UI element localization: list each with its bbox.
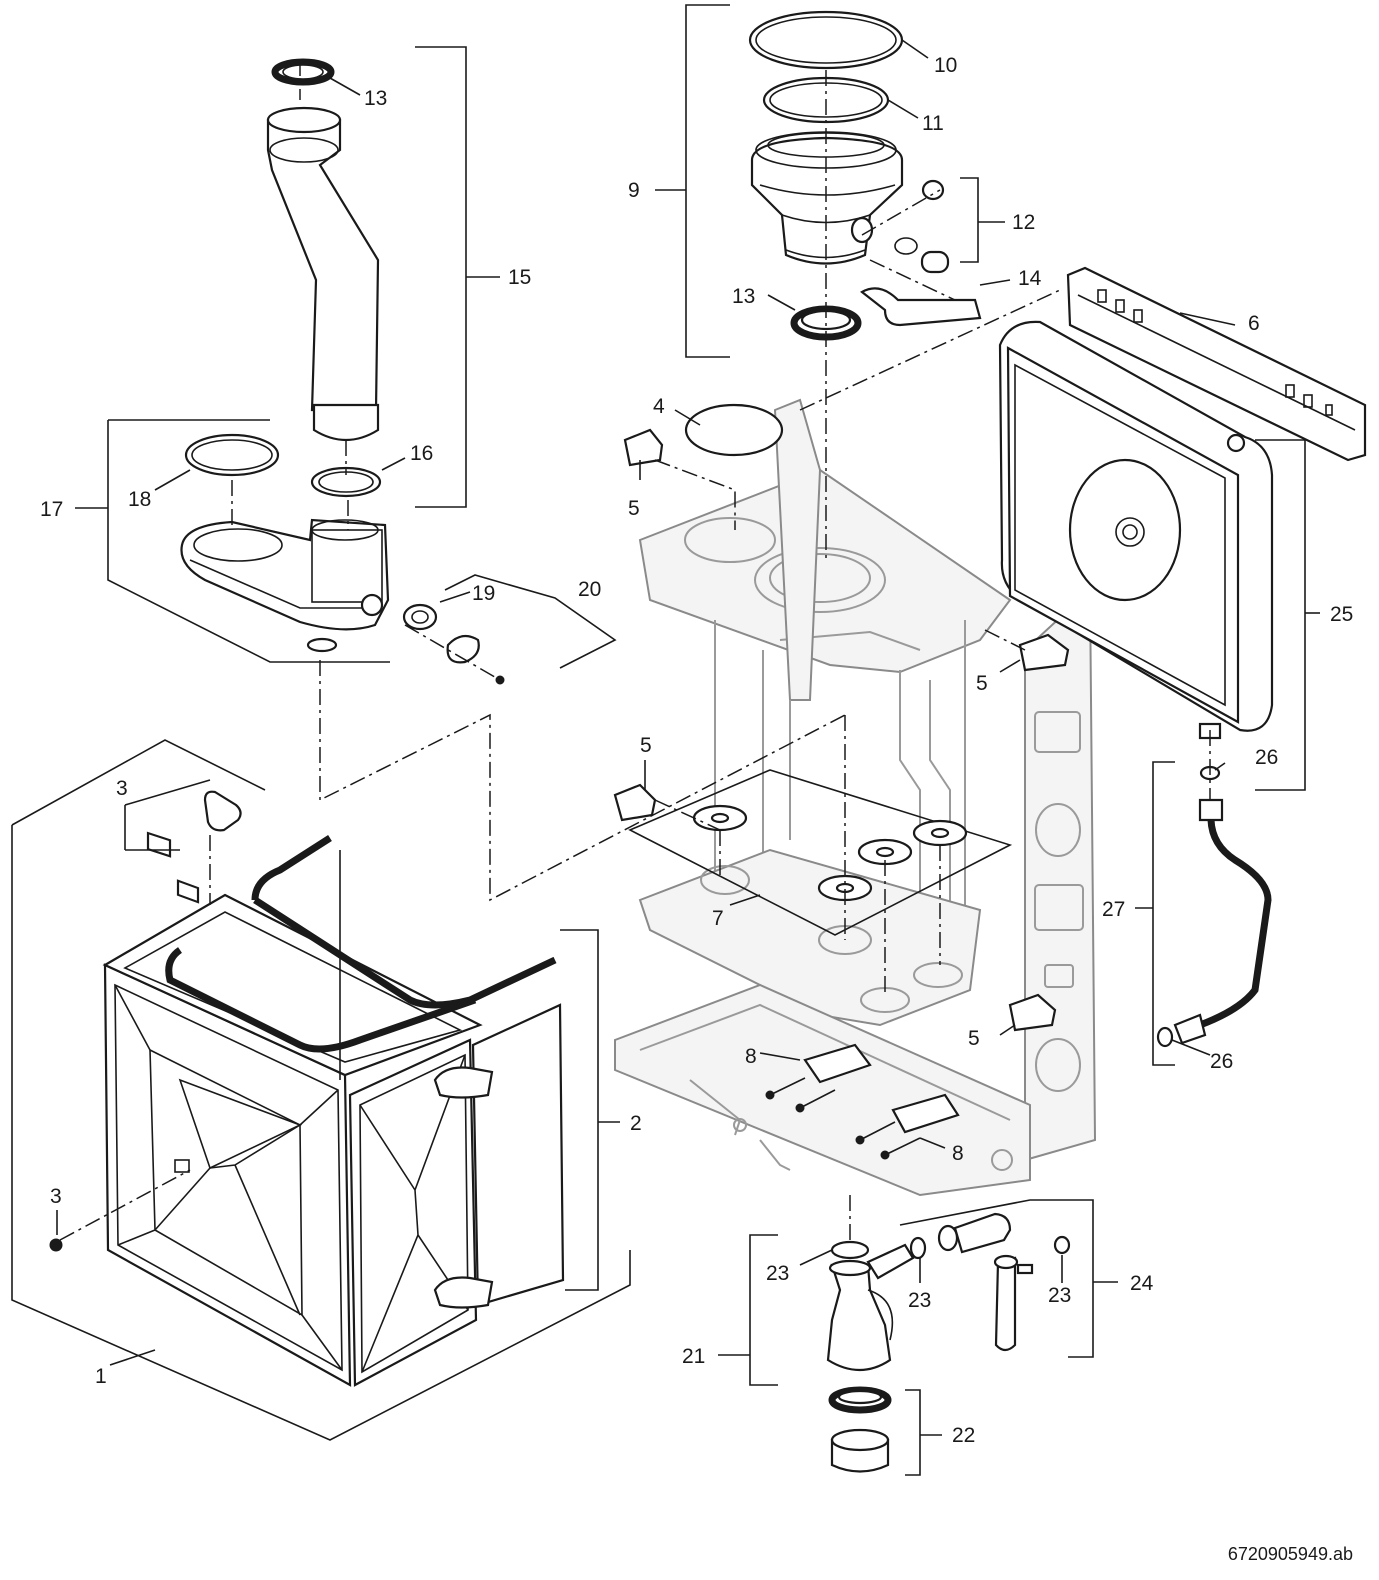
callout-26-top: 26 <box>1255 746 1278 769</box>
callout-17: 17 <box>40 498 63 521</box>
callout-labels: 1 2 3 3 4 5 5 5 5 6 7 8 8 9 10 11 12 13 … <box>40 54 1353 1447</box>
callout-23-right: 23 <box>1048 1284 1071 1307</box>
expansion-hose <box>1156 765 1272 1048</box>
callout-brackets <box>11 4 1320 1476</box>
flue-pipe-assembly <box>266 58 382 498</box>
callout-12: 12 <box>1012 211 1035 234</box>
callout-3-badge: 3 <box>116 777 128 800</box>
mounting-rail <box>1066 266 1367 462</box>
condensate-siphon-assembly <box>826 1212 1071 1473</box>
small-parts <box>613 403 1070 1160</box>
callout-10: 10 <box>934 54 957 77</box>
callout-18: 18 <box>128 488 151 511</box>
assembly-centerlines <box>59 60 1211 1245</box>
callout-6: 6 <box>1248 312 1260 335</box>
callout-16: 16 <box>410 442 433 465</box>
callout-5-lower: 5 <box>968 1027 980 1050</box>
callout-15: 15 <box>508 266 531 289</box>
callout-24: 24 <box>1130 1272 1154 1295</box>
callout-23-left: 23 <box>766 1262 789 1285</box>
callout-13-flue: 13 <box>364 87 387 110</box>
document-number: 6720905949.ab <box>1227 1544 1353 1564</box>
callout-5-right: 5 <box>976 672 988 695</box>
flue-adapter-assembly <box>748 10 982 341</box>
expansion-vessel <box>998 320 1274 740</box>
flue-diverter-assembly <box>180 433 505 685</box>
callout-26-bottom: 26 <box>1210 1050 1233 1073</box>
callout-1: 1 <box>95 1365 107 1388</box>
callout-22: 22 <box>952 1424 975 1447</box>
callout-4: 4 <box>653 395 665 418</box>
callout-5-top: 5 <box>628 497 640 520</box>
callout-3-screw: 3 <box>50 1185 62 1208</box>
boiler-frame <box>614 398 1097 1197</box>
callout-2: 2 <box>630 1112 642 1135</box>
callout-14: 14 <box>1018 267 1042 290</box>
callout-8-lower: 8 <box>952 1142 964 1165</box>
callout-27: 27 <box>1102 898 1125 921</box>
callout-23-mid: 23 <box>908 1289 931 1312</box>
callout-7: 7 <box>712 907 724 930</box>
callout-5-mid: 5 <box>640 734 652 757</box>
callout-8-upper: 8 <box>745 1045 757 1068</box>
callout-21: 21 <box>682 1345 705 1368</box>
callout-13-adapter: 13 <box>732 285 755 308</box>
callout-11: 11 <box>922 112 944 135</box>
front-casing <box>49 790 565 1387</box>
callout-19: 19 <box>472 582 495 605</box>
callout-25: 25 <box>1330 603 1353 626</box>
callout-9: 9 <box>628 179 640 202</box>
callout-20: 20 <box>578 578 601 601</box>
